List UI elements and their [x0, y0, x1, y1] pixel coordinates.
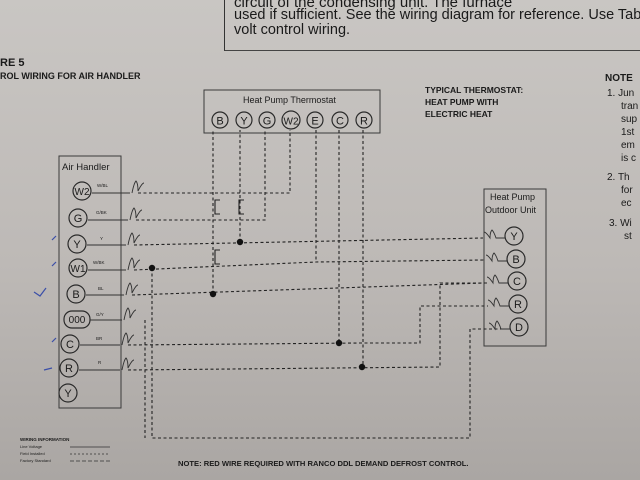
air-handler-terminal-label: R — [65, 363, 73, 375]
thermostat-terminal-label: R — [360, 116, 368, 128]
notes-item-1: tran — [621, 101, 639, 112]
thermostat-terminal-label: W2 — [284, 117, 299, 128]
typical-note-line-1: TYPICAL THERMOSTAT: — [425, 85, 524, 95]
air-handler-terminal-g: G — [68, 208, 88, 228]
splice-dots — [148, 238, 366, 371]
air-handler-terminal-b: B — [66, 284, 86, 304]
thermostat-terminal-c: C — [331, 111, 349, 129]
air-handler-terminal-c: C — [60, 334, 80, 354]
air-handler-terminal-label: B — [72, 289, 79, 301]
thermostat-terminal-g: G — [258, 111, 276, 129]
wire-label: W/BL — [97, 183, 108, 188]
notes-heading: NOTE — [605, 73, 633, 84]
air-handler-terminal-label: C — [66, 339, 74, 351]
air-handler-terminal-label: 000 — [69, 315, 86, 326]
typical-note-line-2: HEAT PUMP WITH — [425, 97, 499, 107]
typical-note-line-3: ELECTRIC HEAT — [425, 109, 493, 119]
outdoor-terminal-label: R — [514, 299, 522, 311]
air-handler-terminal-w1: W1 — [68, 258, 88, 278]
wire-label: BR — [96, 336, 103, 341]
notes-item-2: sup — [621, 114, 638, 125]
notes-item-7: for — [621, 185, 633, 196]
legend-line-2: Field Installed — [20, 451, 45, 456]
outdoor-terminal-c: C — [507, 271, 527, 291]
legend-line-1: Line Voltage — [20, 444, 43, 449]
figure-title: ROL WIRING FOR AIR HANDLER — [0, 71, 141, 81]
pen-marks — [33, 235, 57, 371]
air-handler-terminal-000: 000 — [63, 310, 91, 329]
air-handler-terminal-label: Y — [73, 239, 81, 251]
legend-title: WIRING INFORMATION — [20, 437, 69, 442]
air-handler-terminal-label: Y — [64, 388, 72, 400]
outdoor-terminal-label: B — [512, 254, 519, 266]
thermostat-terminal-label: G — [263, 116, 272, 128]
thermostat-terminal-r: R — [355, 111, 373, 129]
footer-note: NOTE: RED WIRE REQUIRED WITH RANCO DDL D… — [178, 459, 469, 468]
thermostat-box — [203, 89, 381, 134]
notes-item-8: ec — [621, 198, 632, 209]
notes-item-0: 1. Jun — [607, 88, 635, 99]
thermostat-terminal-w2: W2 — [281, 110, 301, 130]
outdoor-unit-box — [483, 188, 547, 347]
wire-label: G/Y — [96, 312, 104, 317]
thermostat-terminal-label: C — [336, 116, 344, 128]
outdoor-terminal-d: D — [509, 317, 529, 337]
notes-item-5: is c — [621, 153, 636, 164]
outdoor-terminal-label: D — [515, 322, 523, 334]
outdoor-terminal-y: Y — [504, 226, 524, 246]
notes-item-4: em — [621, 140, 635, 151]
wire-label: R — [98, 360, 102, 365]
outdoor-terminal-r: R — [508, 294, 528, 314]
notes-item-10: st — [624, 231, 632, 242]
outdoor-unit-title-1: Heat Pump — [490, 192, 535, 202]
thermostat-terminal-label: E — [311, 116, 318, 128]
field-wiring — [127, 130, 501, 439]
outdoor-terminal-label: C — [513, 276, 521, 288]
top-text-line-2: used if sufficient. See the wiring diagr… — [234, 7, 640, 23]
thermostat-terminal-b: B — [211, 111, 229, 129]
air-handler-terminal-y-bottom: Y — [58, 383, 78, 403]
top-text-line-1: circuit of the condensing unit. The furn… — [234, 0, 513, 11]
air-handler-title: Air Handler — [62, 162, 110, 173]
wire-label: Y — [100, 236, 103, 241]
outdoor-terminal-label: Y — [510, 231, 518, 243]
outdoor-unit-title-2: Outdoor Unit — [485, 205, 537, 215]
air-handler-terminal-label: G — [74, 213, 83, 225]
air-handler-terminal-label: W1 — [71, 264, 86, 275]
notes-item-9: 3. Wi — [609, 218, 632, 229]
wire-label: W/BK — [93, 260, 105, 265]
thermostat-terminal-label: Y — [240, 116, 248, 128]
wire-label: BL — [98, 286, 104, 291]
thermostat-terminal-label: B — [216, 116, 223, 128]
legend-swatches — [70, 446, 110, 462]
notes-item-3: 1st — [621, 127, 635, 138]
air-handler-box — [58, 155, 122, 409]
factory-wiring-marks — [214, 199, 244, 265]
top-text-line-3: volt control wiring. — [234, 22, 351, 38]
air-handler-terminal-y: Y — [67, 234, 87, 254]
air-handler-terminal-r: R — [59, 358, 79, 378]
air-handler-terminal-label: W2 — [75, 187, 90, 198]
thermostat-title: Heat Pump Thermostat — [243, 95, 336, 105]
thermostat-terminal-e: E — [306, 111, 324, 129]
outdoor-connector-group — [483, 229, 510, 331]
top-text-box — [224, 0, 640, 51]
wire-connector-group — [79, 180, 145, 371]
air-handler-terminal-w2: W2 — [72, 181, 92, 201]
figure-label: RE 5 — [0, 57, 25, 69]
legend-line-3: Factory Standard — [20, 458, 51, 463]
notes-item-6: 2. Th — [607, 172, 630, 183]
thermostat-terminal-y: Y — [235, 111, 253, 129]
wire-label: G/BK — [96, 210, 107, 215]
outdoor-terminal-b: B — [506, 249, 526, 269]
